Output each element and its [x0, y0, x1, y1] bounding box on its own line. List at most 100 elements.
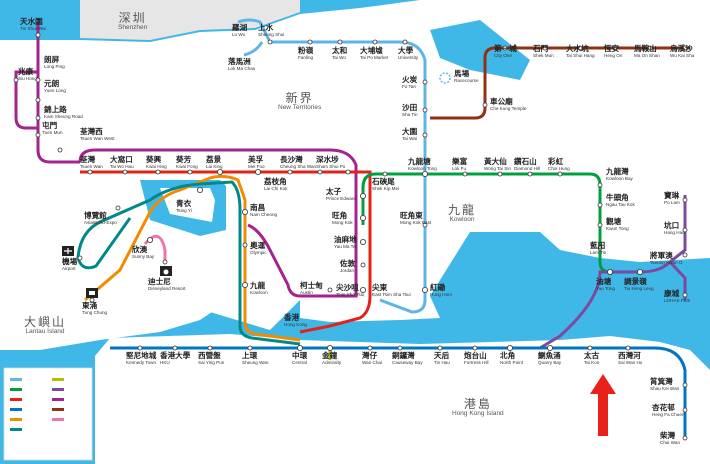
ma-on-shan-link: [430, 95, 487, 120]
station-label-zh: 康城: [664, 289, 680, 298]
station-label-zh: 九龍塘: [408, 157, 431, 166]
station-label-en: Tseung Kwan O: [650, 259, 683, 265]
legend-swatch: [10, 428, 22, 431]
station-label-zh: 杏花邨: [652, 403, 675, 412]
station-label-en: Tin Shui Wai: [20, 25, 46, 31]
station-label-en: Lai King: [206, 163, 223, 169]
station-label-en: LOHAS Park: [664, 297, 691, 303]
tung-chung-line: [84, 174, 301, 342]
station-label-en: East Tsim Sha Tsui: [372, 291, 411, 297]
station-label-zh: 烏溪沙: [670, 44, 693, 53]
station-label-en: Sheung Shui: [258, 31, 285, 37]
station-label-en: City One: [494, 52, 512, 58]
